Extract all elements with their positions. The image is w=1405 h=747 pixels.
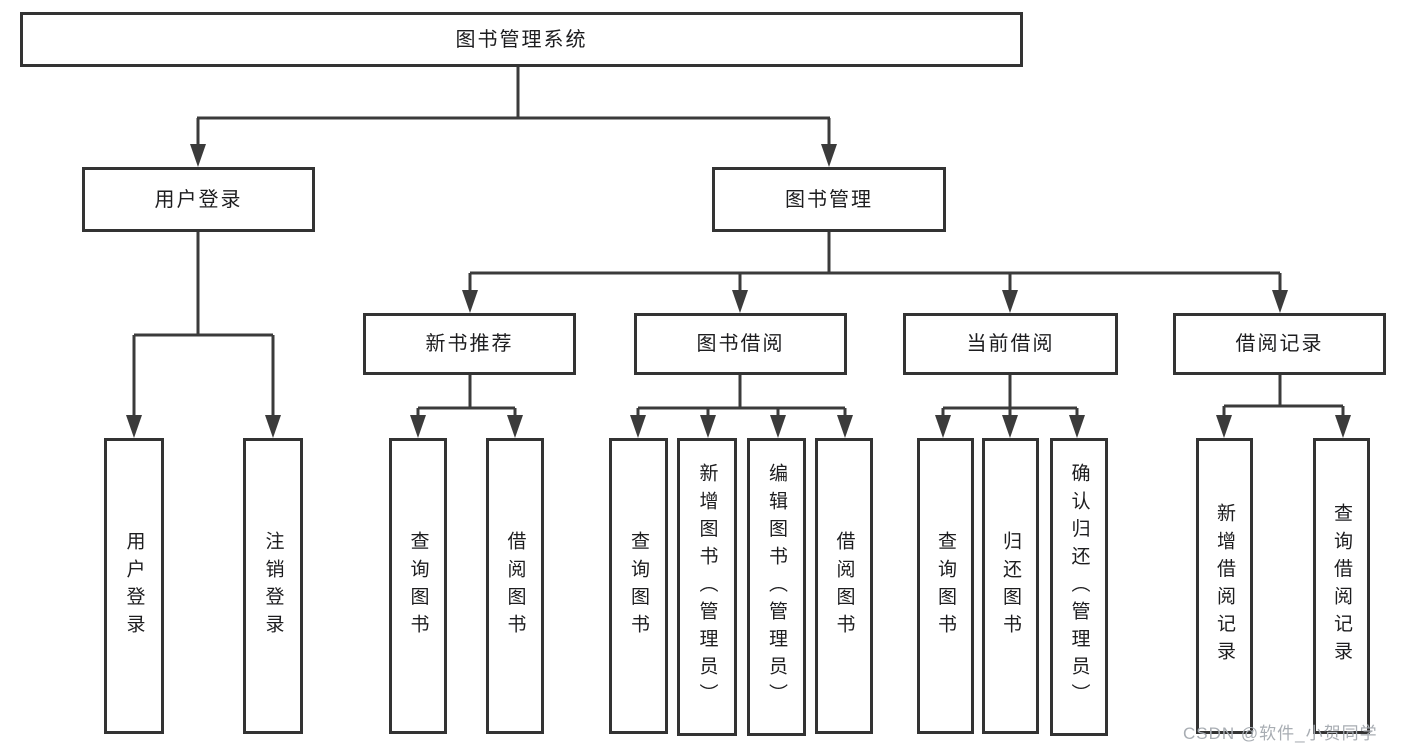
node-book-management-label: 图书管理 — [785, 188, 873, 211]
leaf-query-books-current-label: 查询图书 — [935, 530, 956, 642]
arrow-down-icon — [507, 415, 523, 438]
leaf-return-book: 归还图书 — [982, 438, 1039, 734]
arrow-down-icon — [190, 144, 206, 167]
node-user-login: 用户登录 — [82, 167, 315, 232]
leaf-add-book-admin: 新增图书（管理员） — [677, 438, 737, 736]
connectors-root-to-level2 — [190, 67, 837, 167]
node-borrow-records-label: 借阅记录 — [1235, 333, 1324, 355]
leaf-query-books-current: 查询图书 — [917, 438, 974, 734]
arrow-down-icon — [1002, 415, 1018, 438]
arrow-down-icon — [1272, 290, 1288, 313]
leaf-borrow-books-2: 借阅图书 — [815, 438, 873, 734]
connectors-new-book-recommend-children — [410, 375, 523, 438]
arrow-down-icon — [837, 415, 853, 438]
arrow-down-icon — [732, 290, 748, 313]
node-current-borrow: 当前借阅 — [903, 313, 1118, 375]
leaf-edit-book-admin: 编辑图书（管理员） — [747, 438, 806, 736]
leaf-query-books-borrow: 查询图书 — [609, 438, 668, 734]
leaf-query-borrow-record-label: 查询借阅记录 — [1331, 503, 1352, 669]
connectors-user-login-children — [126, 232, 281, 438]
arrow-down-icon — [700, 415, 716, 438]
node-current-borrow-label: 当前借阅 — [966, 333, 1055, 355]
node-borrow-records: 借阅记录 — [1173, 313, 1386, 375]
arrow-down-icon — [462, 290, 478, 313]
arrow-down-icon — [821, 144, 837, 167]
connectors-borrow-records-children — [1216, 375, 1351, 438]
leaf-confirm-return-admin: 确认归还（管理员） — [1050, 438, 1108, 736]
node-root-label: 图书管理系统 — [455, 28, 588, 51]
leaf-borrow-books-recommend-label: 借阅图书 — [504, 530, 526, 642]
arrow-down-icon — [770, 415, 786, 438]
leaf-query-books-borrow-label: 查询图书 — [628, 530, 649, 642]
arrow-down-icon — [630, 415, 646, 438]
leaf-logout: 注销登录 — [243, 438, 303, 734]
leaf-query-books-recommend-label: 查询图书 — [407, 530, 429, 642]
leaf-query-books-recommend: 查询图书 — [389, 438, 447, 734]
node-new-book-recommend-label: 新书推荐 — [425, 333, 514, 355]
arrow-down-icon — [126, 415, 142, 438]
leaf-add-borrow-record-label: 新增借阅记录 — [1214, 503, 1235, 669]
leaf-borrow-books-recommend: 借阅图书 — [486, 438, 544, 734]
leaf-borrow-books-2-label: 借阅图书 — [833, 530, 855, 642]
arrow-down-icon — [1335, 415, 1351, 438]
leaf-query-borrow-record: 查询借阅记录 — [1313, 438, 1370, 734]
arrow-down-icon — [265, 415, 281, 438]
node-book-management: 图书管理 — [712, 167, 946, 232]
arrow-down-icon — [1069, 415, 1085, 438]
node-root: 图书管理系统 — [20, 12, 1023, 67]
connectors-current-borrow-children — [935, 375, 1085, 438]
arrow-down-icon — [1216, 415, 1232, 438]
arrow-down-icon — [935, 415, 951, 438]
arrow-down-icon — [1002, 290, 1018, 313]
connectors-book-management-children — [462, 232, 1288, 313]
leaf-add-book-admin-label: 新增图书（管理员） — [696, 463, 718, 711]
node-book-borrow: 图书借阅 — [634, 313, 847, 375]
leaf-user-login: 用户登录 — [104, 438, 164, 734]
leaf-return-book-label: 归还图书 — [1000, 530, 1021, 642]
csdn-watermark: CSDN @软件_小贺同学 — [1183, 724, 1378, 743]
leaf-edit-book-admin-label: 编辑图书（管理员） — [766, 463, 787, 711]
leaf-add-borrow-record: 新增借阅记录 — [1196, 438, 1253, 734]
leaf-confirm-return-admin-label: 确认归还（管理员） — [1068, 463, 1090, 711]
connectors-book-borrow-children — [630, 375, 853, 438]
leaf-logout-label: 注销登录 — [262, 530, 284, 642]
node-book-borrow-label: 图书借阅 — [696, 333, 785, 355]
node-user-login-label: 用户登录 — [154, 188, 243, 211]
arrow-down-icon — [410, 415, 426, 438]
leaf-user-login-label: 用户登录 — [123, 530, 145, 642]
node-new-book-recommend: 新书推荐 — [363, 313, 576, 375]
